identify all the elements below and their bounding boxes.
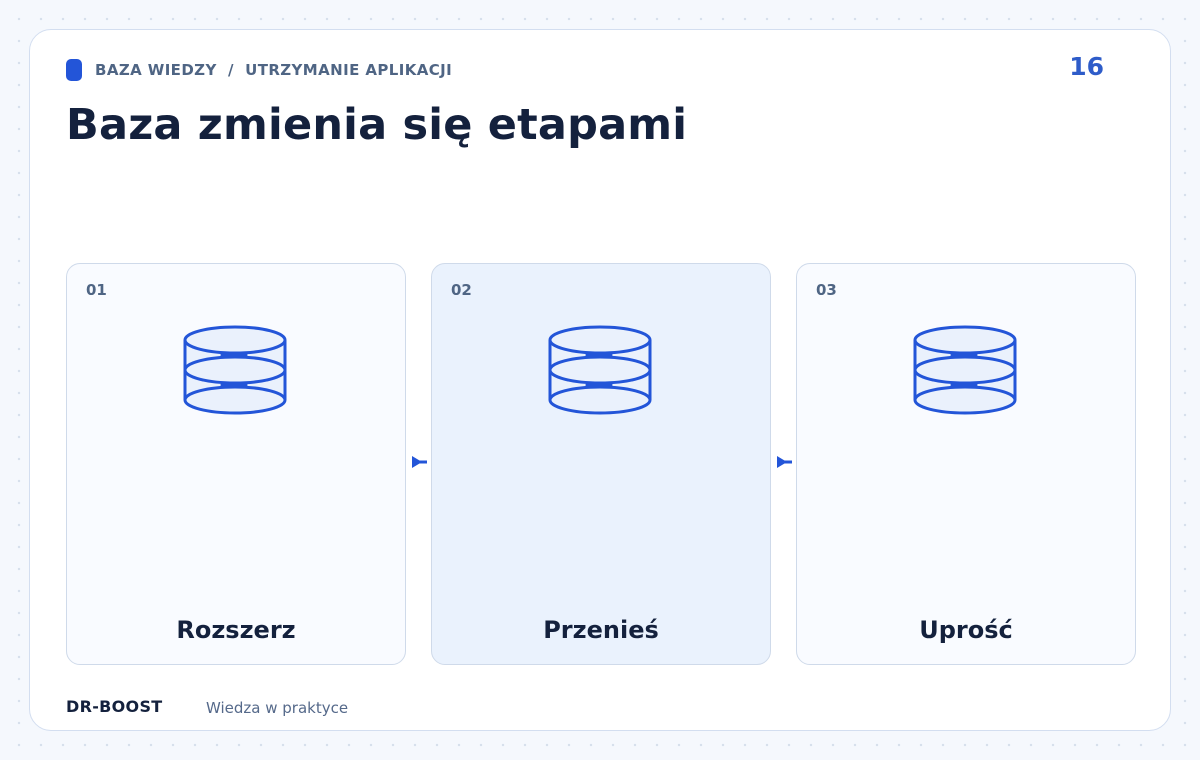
arrow-right-icon bbox=[412, 456, 427, 468]
step-card-1: 01 Rozszerz bbox=[66, 263, 406, 665]
step-label: Przenieś bbox=[543, 616, 659, 644]
breadcrumb-separator: / bbox=[227, 61, 234, 79]
slide: BAZA WIEDZY / UTRZYMANIE APLIKACJI 16 Ba… bbox=[29, 29, 1171, 731]
step-number: 02 bbox=[451, 281, 472, 299]
breadcrumb-section: BAZA WIEDZY bbox=[95, 61, 217, 79]
step-label: Rozszerz bbox=[176, 616, 296, 644]
step-card-2: 02 Przenieś bbox=[431, 263, 771, 665]
database-icon bbox=[183, 325, 287, 415]
breadcrumb: BAZA WIEDZY / UTRZYMANIE APLIKACJI bbox=[66, 58, 452, 82]
step-number: 01 bbox=[86, 281, 107, 299]
page-title: Baza zmienia się etapami bbox=[66, 100, 688, 150]
step-card-3: 03 Uprość bbox=[796, 263, 1136, 665]
database-icon bbox=[548, 325, 652, 415]
page-number: 16 bbox=[1069, 52, 1104, 81]
arrow-right-icon bbox=[777, 456, 792, 468]
footer-tagline: Wiedza w praktyce bbox=[206, 699, 349, 717]
step-label: Uprość bbox=[919, 616, 1013, 644]
breadcrumb-topic: UTRZYMANIE APLIKACJI bbox=[245, 61, 453, 79]
breadcrumb-marker-icon bbox=[66, 59, 82, 81]
footer-brand: DR-BOOST bbox=[66, 697, 163, 716]
step-number: 03 bbox=[816, 281, 837, 299]
database-icon bbox=[913, 325, 1017, 415]
